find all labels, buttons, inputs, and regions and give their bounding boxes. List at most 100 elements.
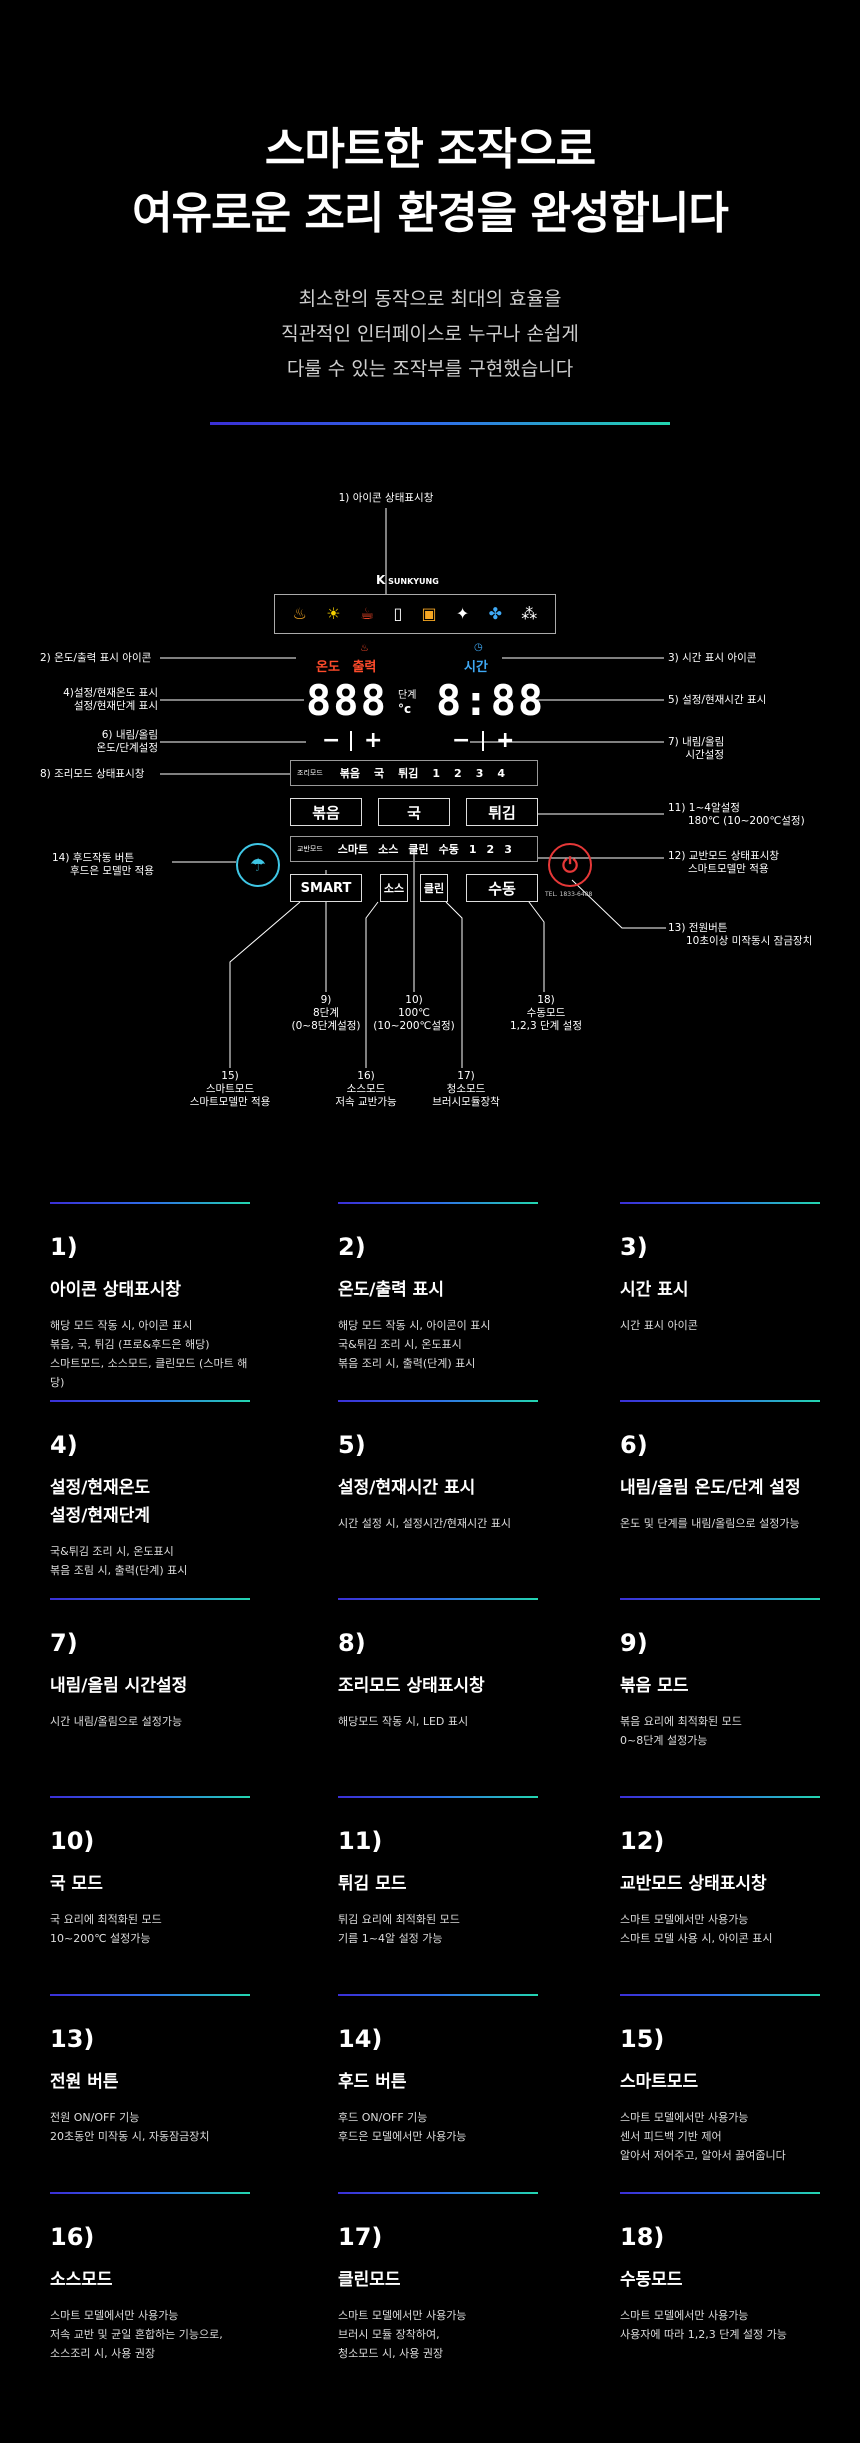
temp-down-button[interactable]: − (322, 728, 341, 753)
feature-divider (338, 1796, 538, 1798)
feature-number: 5) (338, 1431, 366, 1459)
bulb-icon: ☀ (326, 604, 341, 623)
callout-16-line-1: 16) (357, 1070, 375, 1082)
feature-description: 국&튀김 조리 시, 온도표시 볶음 조림 시, 출력(단계) 표시 (50, 1545, 188, 1577)
time-display: 8:88 (436, 676, 546, 725)
feature-number: 10) (50, 1827, 95, 1855)
callout-6-line-1: 6) 내림/올림 (101, 729, 158, 741)
feature-divider (50, 1796, 250, 1798)
feature-divider (338, 1994, 538, 1996)
callout-7-line-2: 시간설정 (685, 749, 724, 761)
feature-description: 볶음 요리에 최적화된 모드 0~8단계 설정가능 (620, 1715, 742, 1747)
feature-number: 3) (620, 1233, 648, 1261)
callout-10: 10) 100℃ (10~200℃설정) (364, 994, 464, 1033)
feature-divider (50, 1994, 250, 1996)
temp-label: 온도 (316, 660, 340, 675)
callout-18-line-3: 1,2,3 단계 설정 (509, 1020, 583, 1032)
feature-number: 2) (338, 1233, 366, 1261)
callout-4-line-2: 설정/현재단계 표시 (73, 700, 158, 712)
feature-divider (338, 1400, 538, 1402)
power-button[interactable]: ⏻ (548, 843, 592, 887)
feature-description: 스마트 모델에서만 사용가능 센서 피드백 기반 제어 알아서 저어주고, 알아… (620, 2111, 786, 2162)
feature-title: 설정/현재시간 표시 (338, 1478, 476, 1498)
callout-11-line-1: 11) 1~4알설정 (668, 802, 740, 814)
deep-fry-mode-button[interactable]: 튀김 (466, 798, 538, 826)
feature-number: 13) (50, 2025, 95, 2053)
callout-16-line-3: 저속 교반가능 (335, 1096, 397, 1108)
stir-led-smart: 스마트 (337, 843, 369, 856)
feature-number: 17) (338, 2223, 383, 2251)
pot-red-icon: ☕ (359, 604, 375, 623)
feature-divider (338, 2192, 538, 2194)
feature-divider (620, 1202, 820, 1204)
callout-4: 4)설정/현재온도 표시 설정/현재단계 표시 (40, 687, 158, 713)
callout-12-line-1: 12) 교반모드 상태표시창 (668, 850, 780, 862)
feature-title: 스마트모드 (620, 2072, 699, 2092)
temp-divider (350, 731, 352, 751)
subtitle-line-3: 다룰 수 있는 조작부를 구현했습니다 (286, 358, 574, 380)
cook-mode-status-bar: 조리모드 볶음 국 튀김 1 2 3 4 (290, 760, 538, 786)
feature-divider (338, 1598, 538, 1600)
time-down-button[interactable]: − (452, 728, 471, 753)
pot-icon: ♨ (292, 604, 307, 623)
celsius-unit: °c (398, 702, 412, 716)
callout-6: 6) 내림/올림 온도/단계설정 (40, 729, 159, 755)
callout-15-line-2: 스마트모드 (205, 1083, 255, 1095)
callout-14-line-2: 후드은 모델만 적용 (70, 865, 154, 877)
feature-divider (338, 1202, 538, 1204)
callout-8: 8) 조리모드 상태표시창 (40, 768, 145, 780)
callout-5: 5) 설정/현재시간 표시 (668, 694, 767, 706)
cook-mode-tag: 조리모드 (297, 769, 323, 777)
feature-title: 설정/현재온도 설정/현재단계 (50, 1478, 151, 1526)
callout-9-line-3: (0~8단계설정) (291, 1020, 361, 1032)
manual-mode-button[interactable]: 수동 (466, 874, 538, 902)
callout-15: 15) 스마트모드 스마트모델만 적용 (180, 1070, 280, 1109)
temp-up-button[interactable]: + (364, 728, 383, 753)
feature-title: 내림/올림 온도/단계 설정 (620, 1478, 801, 1498)
feature-title: 볶음 모드 (620, 1676, 689, 1696)
mode-led-deep: 튀김 (398, 767, 419, 780)
time-up-button[interactable]: + (496, 728, 515, 753)
feature-number: 16) (50, 2223, 95, 2251)
feature-description: 시간 설정 시, 설정시간/현재시간 표시 (338, 1517, 511, 1530)
callout-9-line-1: 9) (320, 994, 332, 1006)
stir-dots-icon: ⁂ (521, 604, 538, 623)
hood-button[interactable]: ☂ (236, 843, 280, 887)
fry-mode-button[interactable]: 볶음 (290, 798, 362, 826)
feature-description: 해당 모드 작동 시, 아이콘이 표시 국&튀김 조리 시, 온도표시 볶음 조… (338, 1319, 491, 1370)
callout-11: 11) 1~4알설정 180℃ (10~200℃설정) (668, 802, 805, 828)
callout-3: 3) 시간 표시 아이콘 (668, 652, 757, 664)
feature-description: 전원 ON/OFF 기능 20초동안 미작동 시, 자동잠금장치 (50, 2111, 210, 2143)
feature-title: 후드 버튼 (338, 2072, 407, 2092)
fryer-icon: ▣ (421, 604, 437, 623)
feature-description: 후드 ON/OFF 기능 후드은 모델에서만 사용가능 (338, 2111, 467, 2143)
callout-11-line-2: 180℃ (10~200℃설정) (688, 815, 805, 827)
feature-description: 해당모드 작동 시, LED 표시 (338, 1715, 469, 1728)
sauce-mode-button[interactable]: 소스 (380, 874, 408, 902)
soup-mode-button[interactable]: 국 (378, 798, 450, 826)
stir-mode-tag: 교반모드 (297, 845, 323, 853)
feature-number: 7) (50, 1629, 78, 1657)
feature-divider (620, 1598, 820, 1600)
smart-mode-button[interactable]: SMART (290, 874, 362, 902)
page-headline: 스마트한 조작으로 여유로운 조리 환경을 완성합니다 (0, 118, 860, 246)
callout-12: 12) 교반모드 상태표시창 스마트모델만 적용 (668, 850, 779, 876)
feature-title: 교반모드 상태표시창 (620, 1874, 767, 1894)
feature-title: 온도/출력 표시 (338, 1280, 444, 1300)
feature-divider (50, 2192, 250, 2194)
headline-line-1: 스마트한 조작으로 (264, 124, 596, 175)
feature-description: 해당 모드 작동 시, 아이콘 표시 볶음, 국, 튀김 (프로&후드은 해당)… (50, 1319, 248, 1389)
clean-mode-button[interactable]: 클린 (420, 874, 448, 902)
power-icon: ⏻ (562, 853, 578, 877)
feature-description: 튀김 요리에 최적화된 모드 기름 1~4알 설정 가능 (338, 1913, 460, 1945)
mode-led-4: 4 (497, 766, 506, 780)
feature-title: 소스모드 (50, 2270, 113, 2290)
headline-line-2: 여유로운 조리 환경을 완성합니다 (132, 188, 729, 239)
